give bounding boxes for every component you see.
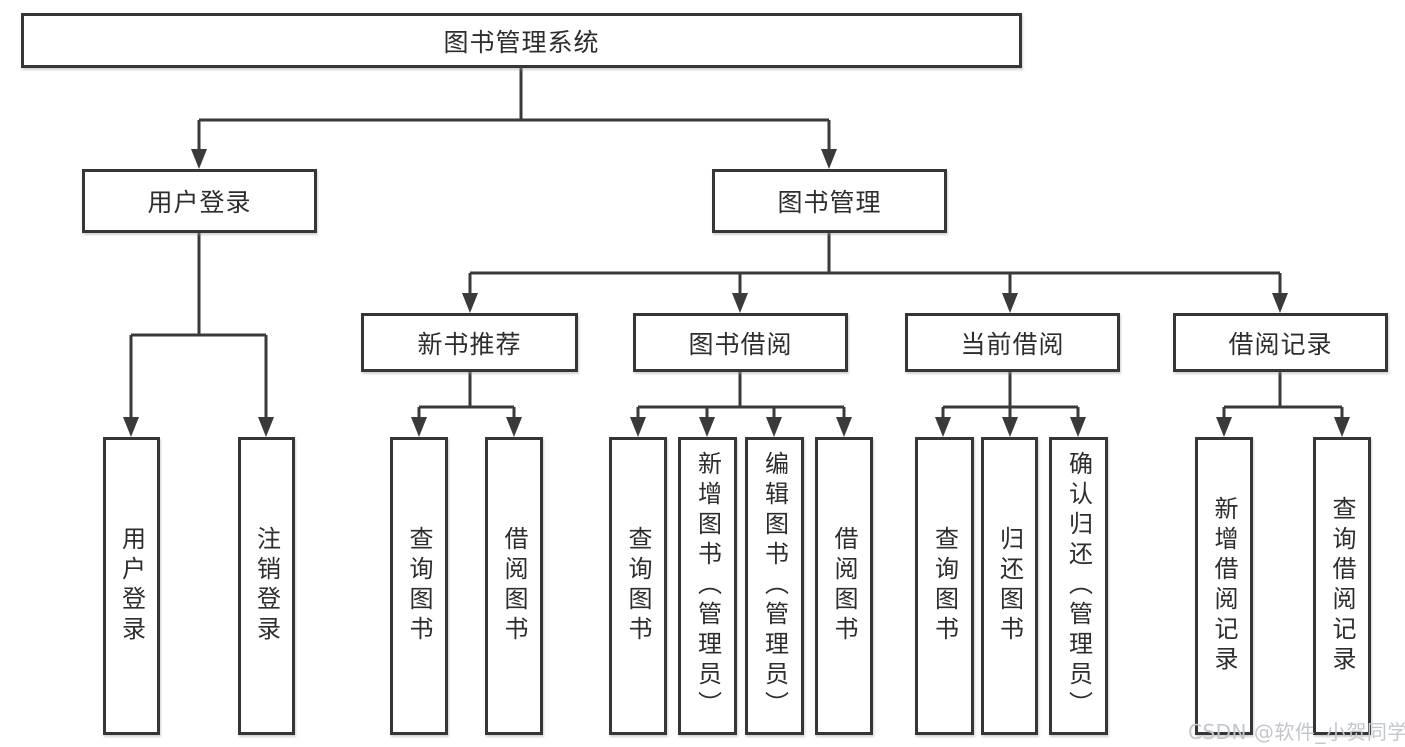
node-label: 查询借阅记录	[1328, 496, 1356, 676]
node-label: 归还图书	[995, 526, 1024, 646]
node-label: 新增图书（管理员）	[693, 451, 722, 721]
leaf-query-books-current: 查询图书	[915, 437, 974, 735]
node-borrow-records: 借阅记录	[1173, 313, 1388, 372]
node-label: 借阅图书	[830, 526, 858, 646]
leaf-query-books-borrow: 查询图书	[609, 437, 667, 735]
node-library-management-system: 图书管理系统	[21, 13, 1022, 68]
node-label: 查询图书	[930, 526, 959, 646]
node-user-login: 用户登录	[82, 169, 317, 233]
node-label: 新书推荐	[417, 329, 522, 359]
node-book-borrow: 图书借阅	[633, 313, 848, 372]
node-label: 图书管理	[777, 188, 882, 217]
csdn-watermark: CSDN @软件_小贺同学	[1188, 720, 1405, 744]
node-book-management: 图书管理	[712, 169, 947, 233]
leaf-user-login: 用户登录	[103, 437, 160, 735]
node-label: 注销登录	[252, 526, 281, 646]
node-label: 确认归还（管理员）	[1064, 451, 1093, 721]
leaf-logout: 注销登录	[238, 437, 295, 735]
node-label: 借阅记录	[1228, 329, 1333, 359]
arrowheads	[123, 149, 1350, 437]
leaf-query-borrow-record: 查询借阅记录	[1313, 437, 1371, 735]
node-label: 图书管理系统	[443, 27, 600, 57]
node-current-borrow: 当前借阅	[905, 313, 1120, 372]
leaf-confirm-return-admin: 确认归还（管理员）	[1049, 437, 1108, 735]
leaf-add-borrow-record: 新增借阅记录	[1195, 437, 1253, 735]
leaf-query-books-recommend: 查询图书	[390, 437, 448, 735]
leaf-borrow-books: 借阅图书	[815, 437, 873, 735]
node-label: 当前借阅	[960, 329, 1065, 359]
node-label: 新增借阅记录	[1210, 496, 1238, 676]
leaf-borrow-books-recommend: 借阅图书	[485, 437, 543, 735]
node-label: 用户登录	[147, 188, 252, 217]
node-label: 图书借阅	[688, 329, 793, 359]
node-label: 查询图书	[405, 526, 433, 646]
leaf-add-book-admin: 新增图书（管理员）	[678, 437, 737, 735]
node-label: 编辑图书（管理员）	[760, 451, 789, 721]
node-label: 查询图书	[624, 526, 652, 646]
leaf-edit-book-admin: 编辑图书（管理员）	[745, 437, 804, 735]
node-new-book-recommend: 新书推荐	[361, 313, 578, 372]
node-label: 借阅图书	[500, 526, 528, 646]
node-label: 用户登录	[117, 526, 146, 646]
leaf-return-book: 归还图书	[981, 437, 1038, 735]
